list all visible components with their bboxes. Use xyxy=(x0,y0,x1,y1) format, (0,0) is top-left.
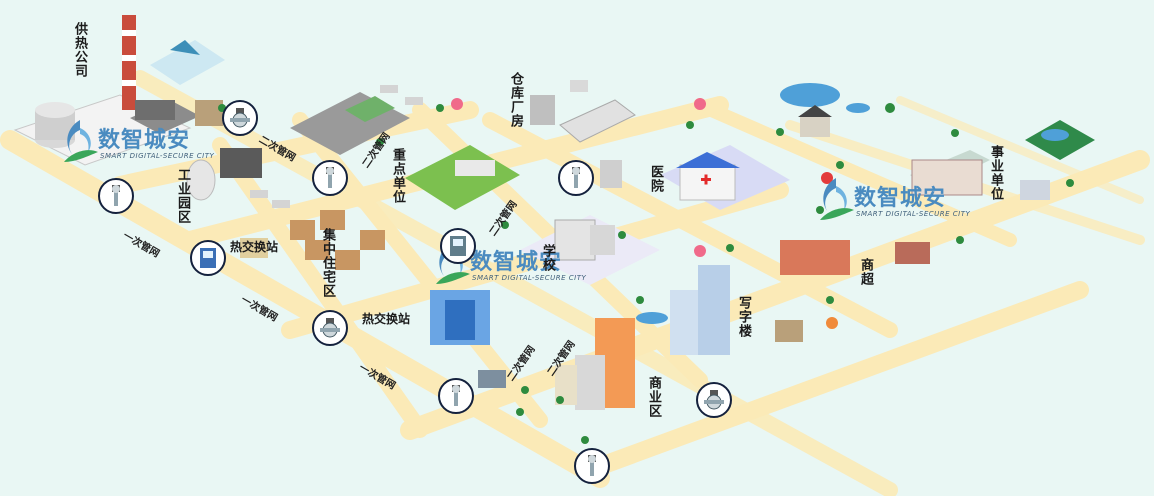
flowmeter-icon xyxy=(112,185,120,206)
logo-subtitle: SMART DIGITAL-SECURE CITY xyxy=(856,210,971,218)
logo-title: 数智城安 xyxy=(470,249,563,275)
station-label-heat-exchange: 热交换站 xyxy=(230,240,279,254)
logo-mark-icon xyxy=(820,178,854,220)
industrial-lots xyxy=(250,85,520,210)
flowmeter-icon xyxy=(588,455,596,476)
commercial-towers xyxy=(478,240,930,410)
flowmeter-marker[interactable] xyxy=(312,160,348,196)
logo-subtitle: SMART DIGITAL-SECURE CITY xyxy=(472,274,587,282)
flowmeter-marker[interactable] xyxy=(222,100,258,136)
district-label-office: 写字楼 xyxy=(736,296,751,338)
heating-plant xyxy=(13,15,262,201)
ponds xyxy=(636,103,1069,324)
flowmeter-icon xyxy=(572,167,580,188)
district-label-key-unit: 重点单位 xyxy=(390,148,405,204)
flowmeter-marker[interactable] xyxy=(574,448,610,484)
residential-buildings xyxy=(240,210,385,270)
logo-title: 数智城安 xyxy=(98,127,191,153)
brand-logo: 数智城安 SMART DIGITAL-SECURE CITY xyxy=(60,118,230,178)
location-pin-icon xyxy=(451,98,838,329)
public-institution-buildings xyxy=(780,83,1095,200)
flowmeter-marker[interactable] xyxy=(312,310,348,346)
station-label-heat-exchange: 热交换站 xyxy=(362,312,411,326)
flowmeter-marker[interactable] xyxy=(558,160,594,196)
flowmeter-icon xyxy=(326,167,334,188)
logo-title: 数智城安 xyxy=(854,185,947,211)
district-label-hospital: 医院 xyxy=(648,165,663,193)
flowmeter-marker[interactable] xyxy=(98,178,134,214)
flowmeter-icon xyxy=(320,318,340,338)
cabinet-meter-icon xyxy=(450,236,466,256)
logo-subtitle: SMART DIGITAL-SECURE CITY xyxy=(100,152,215,160)
district-label-commercial: 商业区 xyxy=(646,376,661,418)
brand-logo: 数智城安 SMART DIGITAL-SECURE CITY xyxy=(816,176,986,236)
district-label-heating-company: 供热公司 xyxy=(72,22,87,78)
cabinet-meter-marker[interactable] xyxy=(440,228,476,264)
flowmeter-marker[interactable] xyxy=(696,382,732,418)
district-label-school: 学校 xyxy=(540,244,555,272)
logo-mark-icon xyxy=(64,120,98,162)
flowmeter-icon xyxy=(452,385,460,406)
district-label-warehouse: 仓库厂房 xyxy=(508,72,523,128)
warehouse-buildings xyxy=(530,80,636,188)
district-label-residential: 集中住宅区 xyxy=(320,228,335,298)
cabinet-meter-marker[interactable] xyxy=(190,240,226,276)
flowmeter-marker[interactable] xyxy=(438,378,474,414)
district-label-supermarket: 商超 xyxy=(858,258,873,286)
district-label-industrial-park: 工业园区 xyxy=(175,168,190,224)
flowmeter-icon xyxy=(704,390,724,410)
district-label-public-institution: 事业单位 xyxy=(988,145,1003,201)
flowmeter-icon xyxy=(230,108,250,128)
cabinet-meter-icon xyxy=(200,248,216,268)
hospital-building xyxy=(660,145,790,210)
